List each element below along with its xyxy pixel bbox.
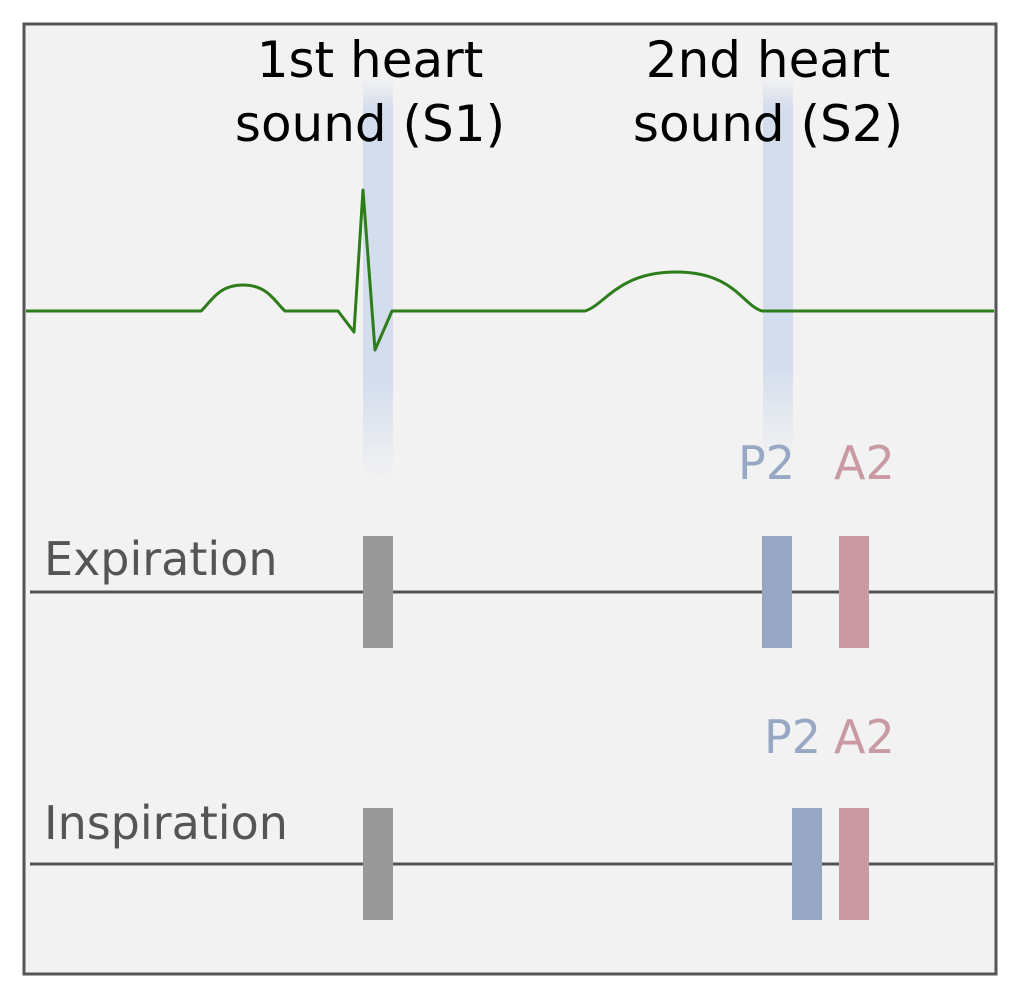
s1-heading-line1: 1st heart (256, 31, 484, 89)
s2-heading: 2nd heart sound (S2) (558, 28, 978, 156)
inspiration-s1-bar (363, 808, 393, 920)
expiration-s1-bar (363, 536, 393, 648)
inspiration-p2-label: P2 (764, 710, 822, 764)
inspiration-p2-bar (792, 808, 822, 920)
s2-heading-line2: sound (S2) (632, 95, 904, 153)
expiration-a2-label: A2 (834, 436, 895, 490)
expiration-p2-bar (762, 536, 792, 648)
expiration-label: Expiration (44, 532, 278, 586)
inspiration-a2-bar (839, 808, 869, 920)
ecg-trace (26, 188, 994, 352)
inspiration-a2-label: A2 (834, 710, 895, 764)
inspiration-label: Inspiration (44, 796, 288, 850)
s1-heading: 1st heart sound (S1) (160, 28, 580, 156)
s1-heading-line2: sound (S1) (234, 95, 506, 153)
expiration-a2-bar (839, 536, 869, 648)
s2-highlight-band (763, 78, 793, 458)
diagram-frame (22, 22, 998, 976)
s2-heading-line1: 2nd heart (645, 31, 891, 89)
expiration-p2-label: P2 (738, 436, 796, 490)
s1-highlight-band (363, 78, 393, 480)
